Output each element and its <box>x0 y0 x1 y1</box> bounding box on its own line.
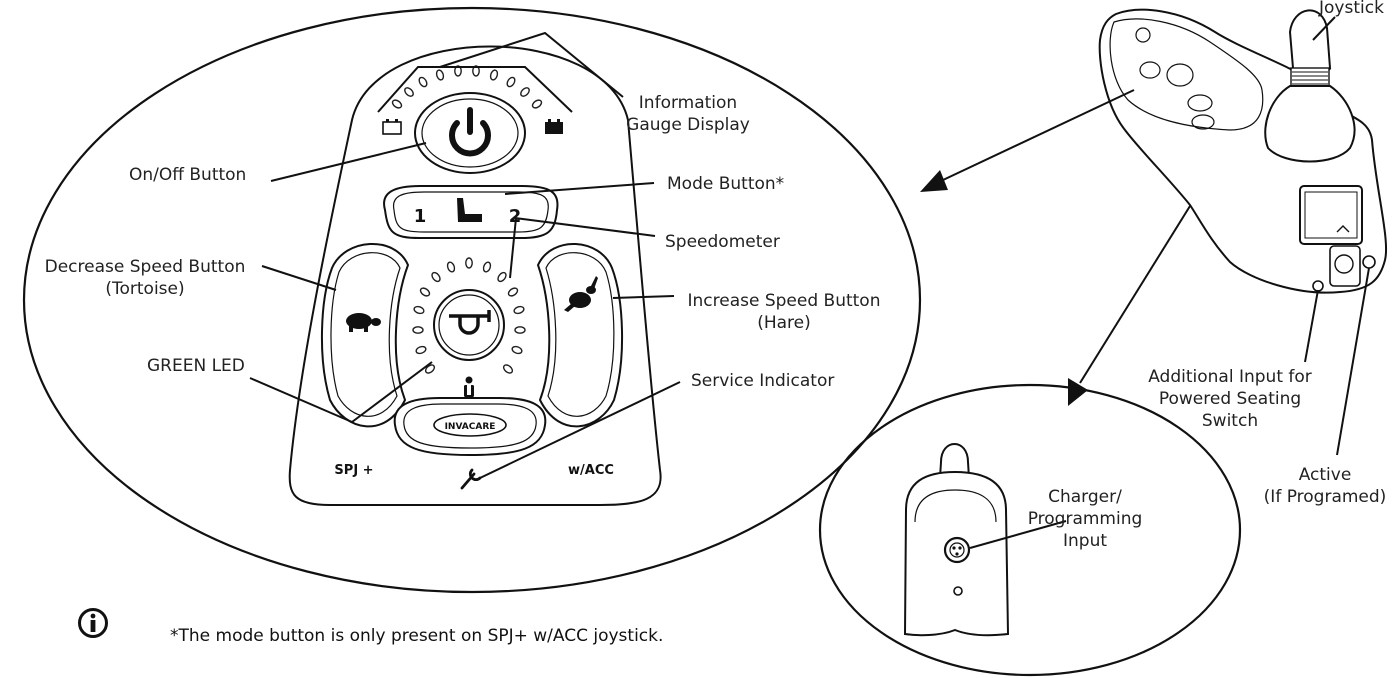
label-additional-line3: Switch <box>1201 411 1259 431</box>
label-active-line1: Active <box>1298 465 1352 485</box>
battery-empty-icon <box>382 119 402 135</box>
label-increase-speed: Increase Speed Button (Hare) <box>674 290 894 334</box>
arrowhead-down <box>1068 378 1088 406</box>
model-label-left: SPJ + <box>334 463 373 478</box>
label-increase-line1: Increase Speed Button <box>687 291 881 311</box>
wrench-icon <box>460 468 482 490</box>
seat-icon <box>457 198 482 222</box>
charger-port <box>943 536 971 564</box>
decrease-speed-button[interactable] <box>321 242 410 428</box>
label-speedometer: Speedometer <box>665 232 780 252</box>
mode-number-1: 1 <box>414 206 427 227</box>
label-decrease-speed: Decrease Speed Button (Tortoise) <box>30 256 260 300</box>
invacare-button[interactable]: INVACARE <box>393 397 547 457</box>
label-mode: Mode Button* <box>667 174 785 194</box>
detail-ellipse <box>22 6 922 594</box>
increase-speed-button[interactable] <box>536 242 623 428</box>
charger-leader <box>969 520 1067 549</box>
leader-lines <box>249 31 681 479</box>
arrowhead-left <box>920 170 948 192</box>
joystick-knob <box>1288 9 1332 73</box>
info-gauge-leds <box>391 65 543 109</box>
label-charger-line1: Charger/ <box>1048 487 1122 507</box>
model-label-right: w/ACC <box>568 463 614 478</box>
battery-full-icon <box>545 119 563 134</box>
speedometer-leds <box>412 257 526 374</box>
label-service: Service Indicator <box>691 371 835 391</box>
hare-icon <box>564 276 598 312</box>
invacare-logo <box>433 413 507 437</box>
power-icon <box>449 107 491 157</box>
label-decrease-line1: Decrease Speed Button <box>44 257 246 277</box>
label-green-led: GREEN LED <box>147 356 245 376</box>
label-info-gauge-line2: Gauge Display <box>626 115 750 135</box>
label-charger-line3: Input <box>1062 531 1108 551</box>
joystick-device <box>1098 8 1388 294</box>
mode-number-2: 2 <box>509 206 522 227</box>
horn-icon <box>449 310 491 335</box>
label-active-line2: (If Programed) <box>1263 487 1387 507</box>
power-button[interactable] <box>414 92 526 174</box>
label-additional-line1: Additional Input for <box>1148 367 1312 387</box>
label-joystick: Joystick <box>1319 0 1384 18</box>
label-active: Active (If Programed) <box>1255 464 1395 508</box>
label-info-gauge: Information Gauge Display <box>608 92 768 136</box>
rear-view-ellipse <box>818 383 1242 677</box>
attendant-icon <box>464 376 474 397</box>
label-decrease-line2: (Tortoise) <box>105 279 185 299</box>
label-charger: Charger/ Programming Input <box>1020 486 1150 552</box>
tortoise-icon <box>346 313 381 332</box>
info-icon <box>78 608 108 638</box>
device-leader-lines <box>942 16 1370 456</box>
rear-view-device <box>903 443 1010 637</box>
brand-label: INVACARE <box>445 422 496 432</box>
label-additional-line2: Powered Seating <box>1158 389 1302 409</box>
footnote: *The mode button is only present on SPJ+… <box>170 626 664 646</box>
label-info-gauge-line1: Information <box>638 93 738 113</box>
horn-button[interactable] <box>433 289 505 361</box>
label-on-off: On/Off Button <box>129 165 247 185</box>
label-additional-input: Additional Input for Powered Seating Swi… <box>1130 366 1330 432</box>
mode-button[interactable]: 1 2 <box>383 185 559 239</box>
gauge-bracket <box>377 66 573 113</box>
label-charger-line2: Programming <box>1027 509 1143 529</box>
label-increase-line2: (Hare) <box>757 313 811 333</box>
